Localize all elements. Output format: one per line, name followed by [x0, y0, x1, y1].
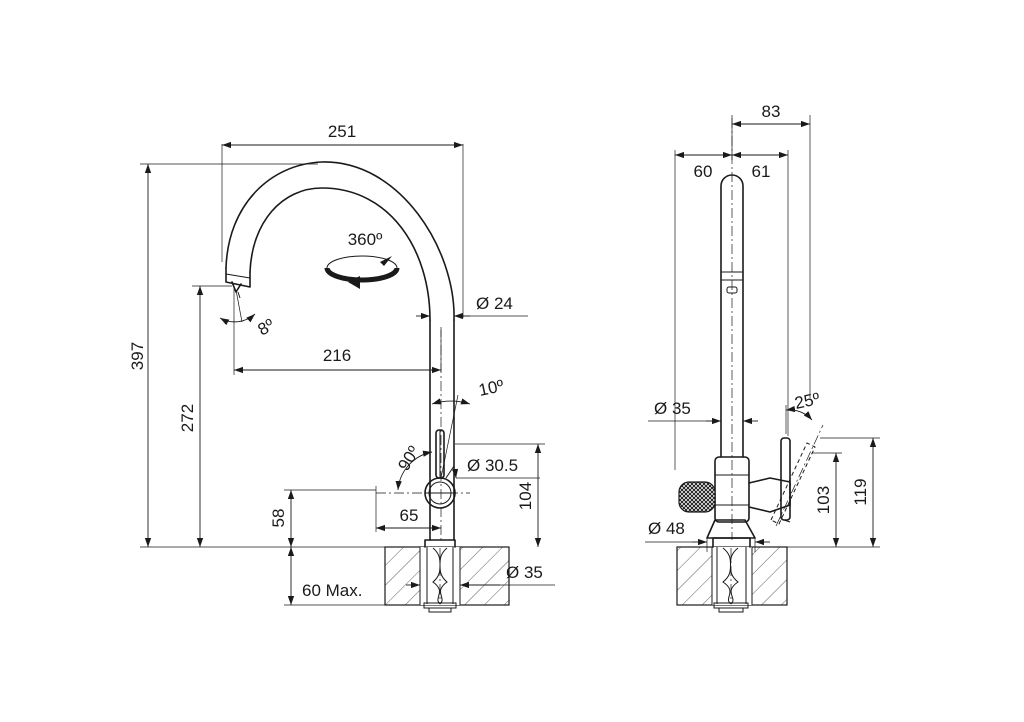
dim-counter-60: 60 Max. [284, 547, 385, 606]
label-diameter-35: Ø 35 [506, 563, 543, 582]
front-base-body [706, 519, 756, 539]
dim-base-48: Ø 48 [645, 519, 770, 552]
dim-lever-65: 65 [375, 486, 441, 532]
front-mounting-shank [713, 547, 749, 613]
rotation-arrow-icon [348, 276, 360, 289]
side-view: 251 360º Ø 24 8º 216 [128, 122, 555, 613]
filter-knob-icon [678, 481, 716, 513]
label-216: 216 [323, 346, 351, 365]
dim-split-60-61: 60 61 [674, 150, 789, 470]
dim-reach-216: 216 [233, 322, 442, 375]
label-diameter-24: Ø 24 [476, 294, 513, 313]
label-103: 103 [814, 486, 833, 514]
label-251: 251 [328, 122, 356, 141]
label-60-max: 60 Max. [302, 581, 362, 600]
dim-height-272: 272 [178, 285, 232, 547]
front-base-flange [712, 537, 751, 548]
label-front-diameter-35: Ø 35 [654, 399, 691, 418]
label-angle-25: 25º [793, 389, 822, 413]
dim-width-83: 83 [731, 102, 811, 398]
side-mounting-shank [423, 547, 457, 613]
label-61: 61 [752, 162, 771, 181]
front-view: 25º 83 60 61 Ø 35 [645, 102, 880, 613]
dim-height-58: 58 [269, 489, 376, 547]
dim-front-pipe-35: Ø 35 [648, 399, 758, 425]
front-mixer-body [678, 437, 791, 523]
dim-angle-90: 90º [394, 443, 433, 491]
dim-height-397: 397 [128, 163, 385, 548]
dim-angle-10: 10º [431, 376, 506, 479]
side-base-flange [424, 539, 456, 548]
label-65: 65 [400, 506, 419, 525]
dim-height-104: 104 [455, 443, 545, 547]
dim-height-119: 119 [820, 437, 880, 548]
dim-hole-35: Ø 35 [406, 563, 555, 589]
label-397: 397 [128, 342, 147, 370]
label-83: 83 [762, 102, 781, 121]
dim-angle-8: 8º [219, 286, 278, 339]
label-272: 272 [178, 404, 197, 432]
rotation-symbol: 360º [324, 230, 400, 289]
front-spout [720, 118, 744, 540]
dim-body-30-5: Ø 30.5 [451, 456, 540, 479]
label-diameter-30-5: Ø 30.5 [467, 456, 518, 475]
label-58: 58 [269, 509, 288, 528]
side-countertop [384, 546, 510, 606]
dim-width-251: 251 [221, 122, 464, 318]
label-104: 104 [516, 482, 535, 510]
side-spout [225, 161, 455, 541]
label-angle-10: 10º [477, 376, 506, 400]
dim-pipe-24: Ø 24 [416, 294, 528, 320]
dim-height-103: 103 [787, 452, 842, 548]
label-119: 119 [851, 478, 870, 505]
label-diameter-48: Ø 48 [648, 519, 685, 538]
side-mixer-body [376, 429, 470, 509]
label-360: 360º [348, 230, 383, 249]
label-60: 60 [694, 162, 713, 181]
label-angle-8: 8º [255, 315, 278, 339]
label-angle-90: 90º [394, 443, 423, 474]
